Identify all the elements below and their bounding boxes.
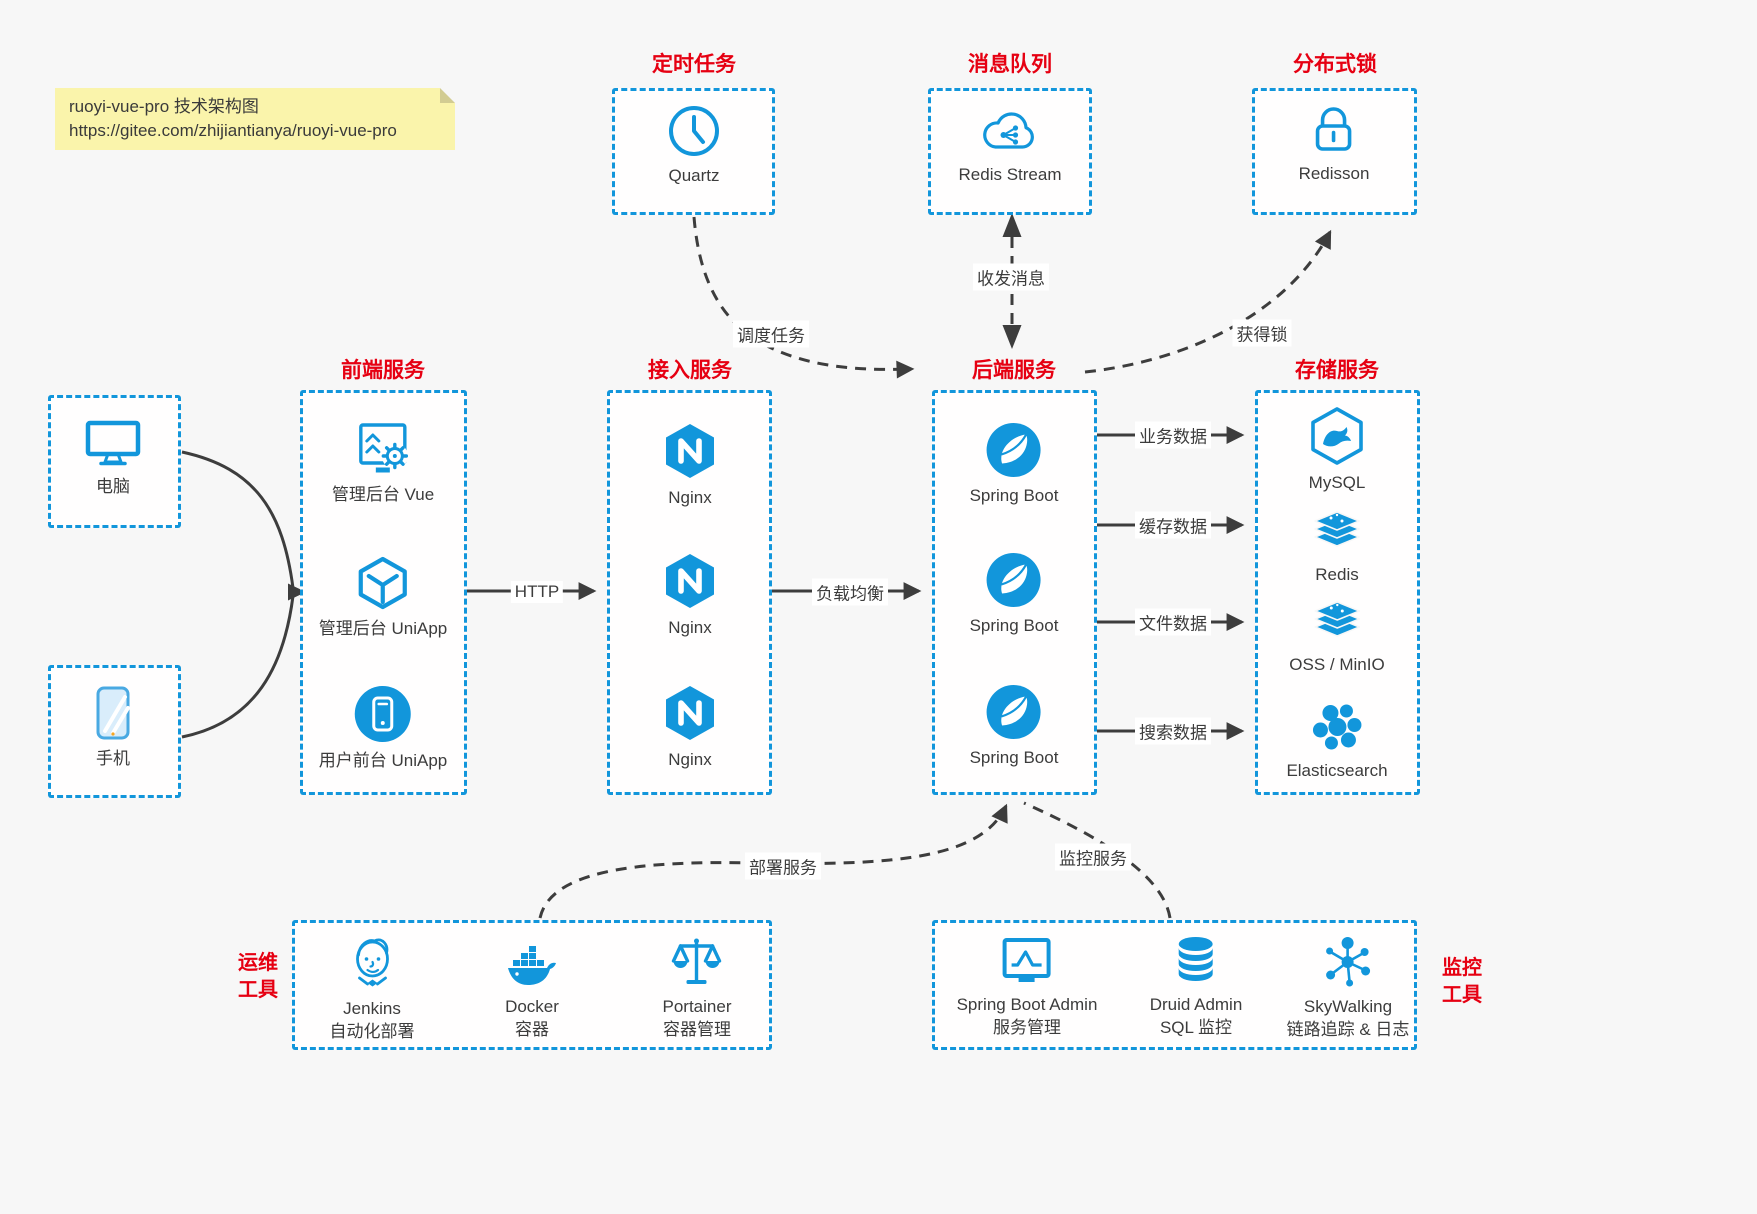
group-title-backend: 后端服务 [972,359,1056,382]
node-nginx-3: Nginx [661,683,719,771]
docker-whale-icon [508,946,556,985]
monitor-chart-icon [1003,938,1051,982]
group-title-mq: 消息队列 [968,53,1052,76]
spring-leaf-icon [987,685,1041,739]
group-title-monitoring: 监控 工具 [1442,957,1482,1006]
node-redis: Redis [1311,508,1363,586]
node-spring-boot-2: Spring Boot [970,551,1058,637]
node-admin-uniapp: 管理后台 UniApp [319,554,447,640]
node-portainer: Portainer 容器管理 [663,934,731,1041]
edge-label-search: 搜索数据 [1135,717,1211,745]
jenkins-butler-icon [355,938,389,987]
node-redis-stream: Redis Stream [959,104,1061,186]
cloud-stream-icon [983,112,1035,149]
node-pc: 电脑 [83,418,143,498]
node-druid-admin: Druid Admin SQL 监控 [1150,934,1242,1039]
mysql-dolphin-icon [1311,407,1363,465]
box-lock [1252,88,1417,215]
box-scheduled [612,88,775,215]
sticky-note-title: ruoyi-vue-pro 技术架构图 [69,97,259,116]
group-title-ops: 运维 工具 [238,952,278,1001]
edge-label-monitor: 监控服务 [1055,843,1131,871]
nginx-hexagon-icon [666,686,714,740]
edge-label-cache: 缓存数据 [1135,511,1211,539]
edge-label-load-balance: 负载均衡 [812,578,888,606]
smartphone-icon [96,686,130,740]
phone-circle-icon [354,686,411,742]
node-mysql: MySQL [1308,406,1366,494]
edge-label-messages: 收发消息 [973,263,1049,291]
node-phone: 手机 [91,684,135,770]
edge-pc-frontend [181,450,295,589]
group-title-gateway: 接入服务 [648,359,732,382]
edge-label-business: 业务数据 [1135,421,1211,449]
edge-lock [1084,229,1332,374]
node-nginx-1: Nginx [661,421,719,509]
group-title-storage: 存储服务 [1295,359,1379,382]
spring-leaf-icon [987,553,1041,607]
edge-label-deploy: 部署服务 [745,852,821,880]
edge-phone-frontend [181,595,295,739]
admin-vue-icon [359,423,409,473]
portainer-scales-icon [672,938,722,984]
nginx-hexagon-icon [666,424,714,478]
sticky-note-fold-icon [440,88,455,103]
edge-schedule [692,216,915,379]
node-docker: Docker 容器 [503,938,561,1041]
uniapp-cube-icon [358,556,408,610]
spring-leaf-icon [987,423,1041,477]
lock-icon [1316,107,1352,151]
sticky-note: ruoyi-vue-pro 技术架构图 https://gitee.com/zh… [55,88,455,150]
node-user-uniapp: 用户前台 UniApp [319,684,447,772]
database-icon [1178,937,1213,981]
nginx-hexagon-icon [666,554,714,608]
node-oss-minio: OSS / MinIO [1289,598,1385,676]
node-redisson: Redisson [1299,101,1369,185]
group-title-frontend: 前端服务 [341,359,425,382]
node-nginx-2: Nginx [661,551,719,639]
desktop-icon [85,420,141,466]
edge-clients-arrowhead [288,583,306,601]
edge-label-lock: 获得锁 [1232,319,1292,347]
clock-icon [669,106,719,156]
storage-stack-icon [1314,601,1360,637]
redis-stack-icon [1314,511,1360,547]
group-title-scheduled: 定时任务 [652,53,736,76]
edge-label-file: 文件数据 [1135,608,1211,636]
box-mq [928,88,1092,215]
elasticsearch-cluster-icon [1312,704,1361,750]
node-quartz: Quartz [666,103,722,187]
node-jenkins: Jenkins 自动化部署 [330,934,415,1043]
node-skywalking: SkyWalking 链路追踪 & 日志 [1287,934,1409,1041]
node-spring-boot-1: Spring Boot [970,421,1058,507]
node-spring-boot-admin: Spring Boot Admin 服务管理 [957,936,1097,1039]
node-spring-boot-3: Spring Boot [970,683,1058,769]
skywalking-topology-icon [1326,937,1371,987]
edge-label-http: HTTP [510,581,564,603]
node-admin-vue: 管理后台 Vue [332,420,434,506]
sticky-note-url: https://gitee.com/zhijiantianya/ruoyi-vu… [69,121,397,140]
group-title-lock: 分布式锁 [1293,53,1377,76]
edge-label-schedule: 调度任务 [733,320,809,348]
node-elasticsearch: Elasticsearch [1286,700,1388,782]
